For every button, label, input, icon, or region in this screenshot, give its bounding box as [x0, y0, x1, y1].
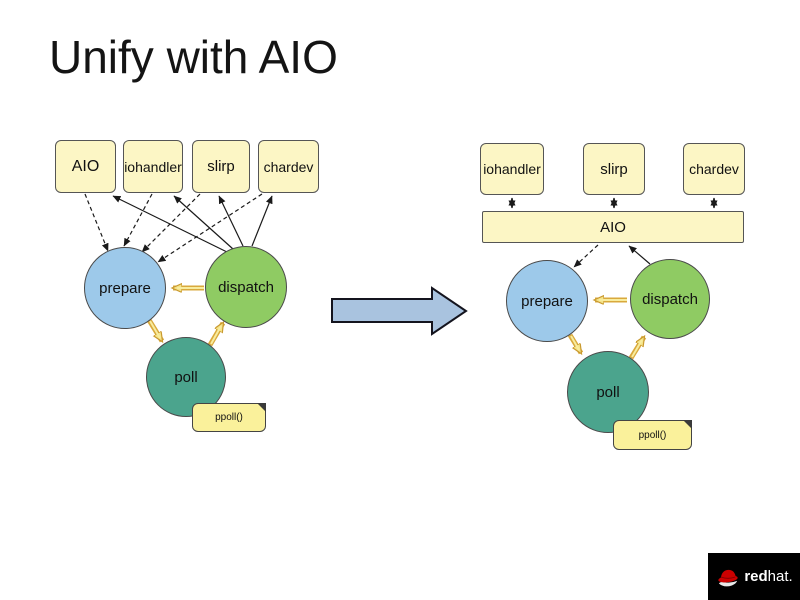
redhat-word-hat: hat	[767, 568, 789, 585]
left-solid-edges	[112, 195, 273, 253]
right-node-poll: poll	[567, 351, 649, 433]
right-double-edges	[508, 197, 718, 209]
left-box-slirp: slirp	[192, 140, 250, 193]
note-fold-corner	[683, 420, 692, 429]
redhat-hat-icon	[718, 569, 738, 586]
right-ppoll-note: ppoll()	[613, 420, 692, 450]
left-node-prepare: prepare	[84, 247, 166, 329]
right-box-iohandler: iohandler	[480, 143, 544, 195]
left-box-iohandler: iohandler	[123, 140, 183, 193]
right-box-chardev: chardev	[683, 143, 745, 195]
transition-arrow	[331, 286, 468, 336]
redhat-word-period: .	[788, 568, 793, 585]
right-aio-bar: AIO	[482, 211, 744, 243]
redhat-logo: redhat.	[708, 553, 800, 600]
left-box-aio: AIO	[55, 140, 116, 193]
right-black-edges	[573, 244, 651, 268]
right-ppoll-note-label: ppoll()	[638, 429, 667, 441]
right-node-dispatch: dispatch	[630, 259, 710, 339]
left-ppoll-note-label: ppoll()	[215, 412, 243, 423]
left-box-chardev: chardev	[258, 140, 319, 193]
right-box-slirp: slirp	[583, 143, 645, 195]
right-node-prepare: prepare	[506, 260, 588, 342]
left-ppoll-note: ppoll()	[192, 403, 266, 432]
redhat-wordmark: redhat.	[744, 568, 792, 585]
redhat-word-red: red	[744, 568, 768, 585]
note-fold-corner	[257, 403, 266, 412]
left-node-dispatch: dispatch	[205, 246, 287, 328]
slide-title: Unify with AIO	[49, 31, 338, 83]
